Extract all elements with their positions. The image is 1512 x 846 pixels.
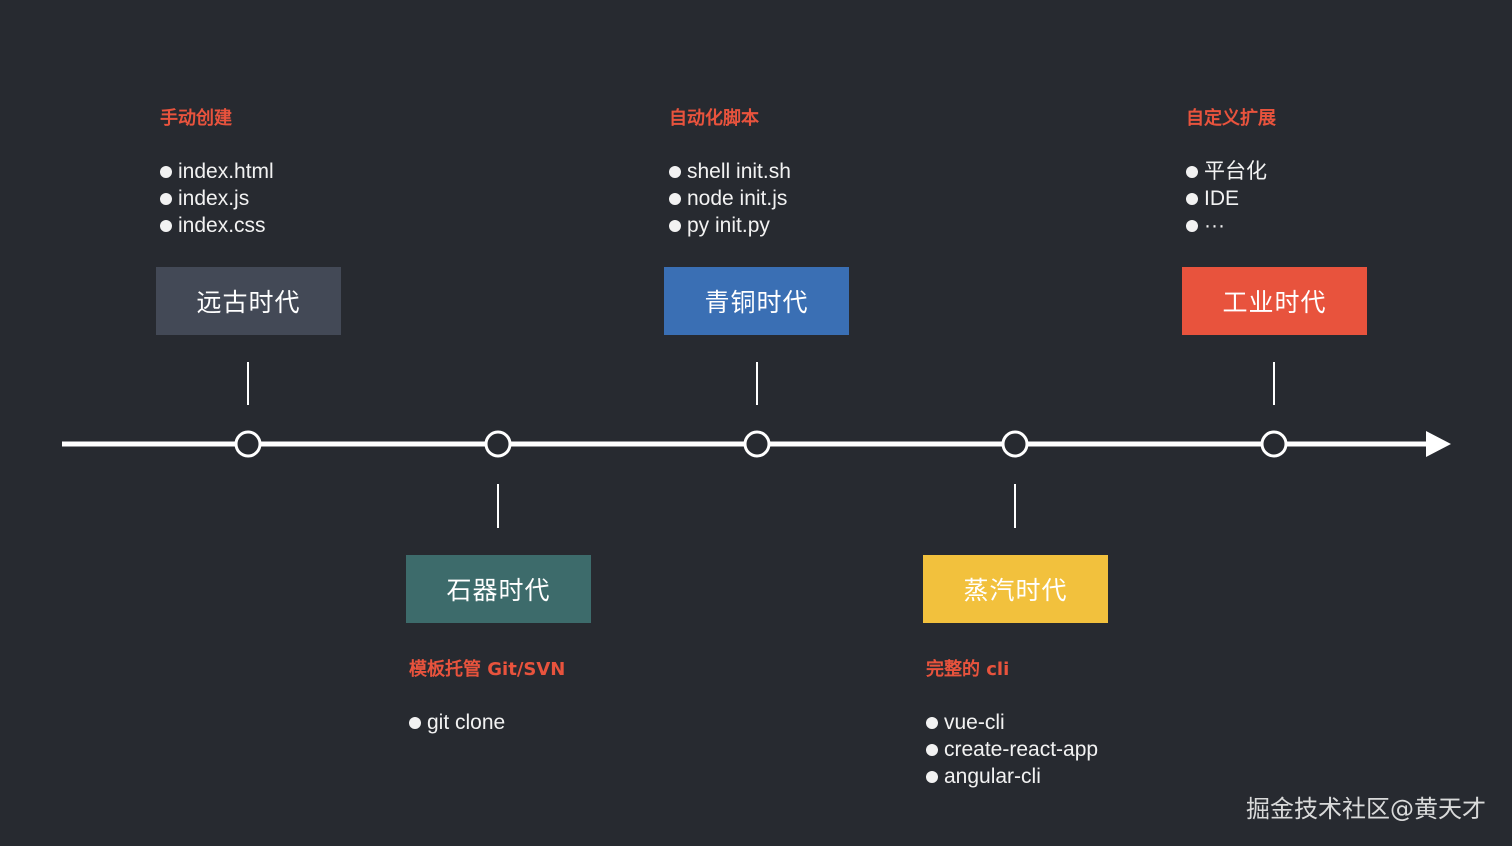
- bullet-icon: [160, 219, 172, 232]
- bullet-icon: [1186, 192, 1198, 205]
- bullet-icon: [1186, 165, 1198, 178]
- bullet-icon: [926, 770, 938, 783]
- list-item-text: index.css: [178, 214, 266, 237]
- era-label: 青铜时代: [704, 288, 809, 317]
- list-item: IDE: [1186, 185, 1276, 212]
- list-item-text: shell init.sh: [687, 160, 791, 183]
- era-label: 蒸汽时代: [963, 576, 1068, 605]
- group-list: vue-cli create-react-app angular-cli: [926, 709, 1098, 790]
- bullet-icon: [409, 716, 421, 729]
- group-complete-cli: 完整的 cli vue-cli create-react-app angular…: [926, 655, 1098, 790]
- group-list: index.html index.js index.css: [160, 158, 274, 239]
- bullet-icon: [669, 165, 681, 178]
- group-automation-script: 自动化脚本 shell init.sh node init.js py init…: [669, 104, 791, 239]
- era-label: 远古时代: [196, 288, 301, 317]
- list-item-text: index.html: [178, 160, 274, 183]
- group-title: 自动化脚本: [669, 108, 759, 129]
- bullet-icon: [669, 219, 681, 232]
- era-label: 工业时代: [1222, 288, 1327, 317]
- list-item: index.html: [160, 158, 274, 185]
- list-item: git clone: [409, 709, 565, 736]
- era-box-bronze: 青铜时代: [664, 267, 849, 335]
- list-item-text: angular-cli: [944, 765, 1041, 788]
- era-box-ancient: 远古时代: [156, 267, 341, 335]
- list-item: index.css: [160, 212, 274, 239]
- list-item-text: IDE: [1204, 187, 1240, 210]
- list-item: py init.py: [669, 212, 791, 239]
- group-template-hosting: 模板托管 Git/SVN git clone: [409, 655, 565, 736]
- list-item: vue-cli: [926, 709, 1098, 736]
- timeline-node-0: [234, 430, 262, 458]
- list-item-text: 平台化: [1204, 160, 1267, 183]
- bullet-icon: [926, 716, 938, 729]
- bullet-icon: [926, 743, 938, 756]
- timeline-node-4: [1260, 430, 1288, 458]
- era-label: 石器时代: [446, 576, 551, 605]
- arrow-head-icon: [1426, 431, 1451, 457]
- group-title: 模板托管 Git/SVN: [409, 659, 566, 680]
- group-title: 完整的 cli: [926, 659, 1010, 680]
- list-item: ···: [1186, 212, 1276, 239]
- list-item-text: ···: [1204, 214, 1225, 237]
- list-item-text: py init.py: [687, 214, 770, 237]
- list-item: node init.js: [669, 185, 791, 212]
- bullet-icon: [669, 192, 681, 205]
- group-custom-extension: 自定义扩展 平台化 IDE ···: [1186, 104, 1276, 239]
- timeline-node-2: [743, 430, 771, 458]
- bullet-icon: [1186, 219, 1198, 232]
- group-list: git clone: [409, 709, 565, 736]
- list-item: shell init.sh: [669, 158, 791, 185]
- era-box-stone: 石器时代: [406, 555, 591, 623]
- timeline-node-1: [484, 430, 512, 458]
- list-item: 平台化: [1186, 158, 1276, 185]
- list-item-text: node init.js: [687, 187, 788, 210]
- group-list: shell init.sh node init.js py init.py: [669, 158, 791, 239]
- group-manual-create: 手动创建 index.html index.js index.css: [160, 104, 274, 239]
- list-item-text: index.js: [178, 187, 250, 210]
- group-title: 手动创建: [160, 108, 232, 129]
- list-item-text: vue-cli: [944, 711, 1005, 734]
- list-item-text: git clone: [427, 711, 506, 734]
- list-item: create-react-app: [926, 736, 1098, 763]
- era-box-industrial: 工业时代: [1182, 267, 1367, 335]
- timeline-node-3: [1001, 430, 1029, 458]
- bullet-icon: [160, 165, 172, 178]
- group-title: 自定义扩展: [1186, 108, 1276, 129]
- era-box-steam: 蒸汽时代: [923, 555, 1108, 623]
- bullet-icon: [160, 192, 172, 205]
- list-item: angular-cli: [926, 763, 1098, 790]
- list-item-text: create-react-app: [944, 738, 1099, 761]
- watermark: 掘金技术社区@黄天才: [1246, 795, 1486, 823]
- list-item: index.js: [160, 185, 274, 212]
- group-list: 平台化 IDE ···: [1186, 158, 1276, 239]
